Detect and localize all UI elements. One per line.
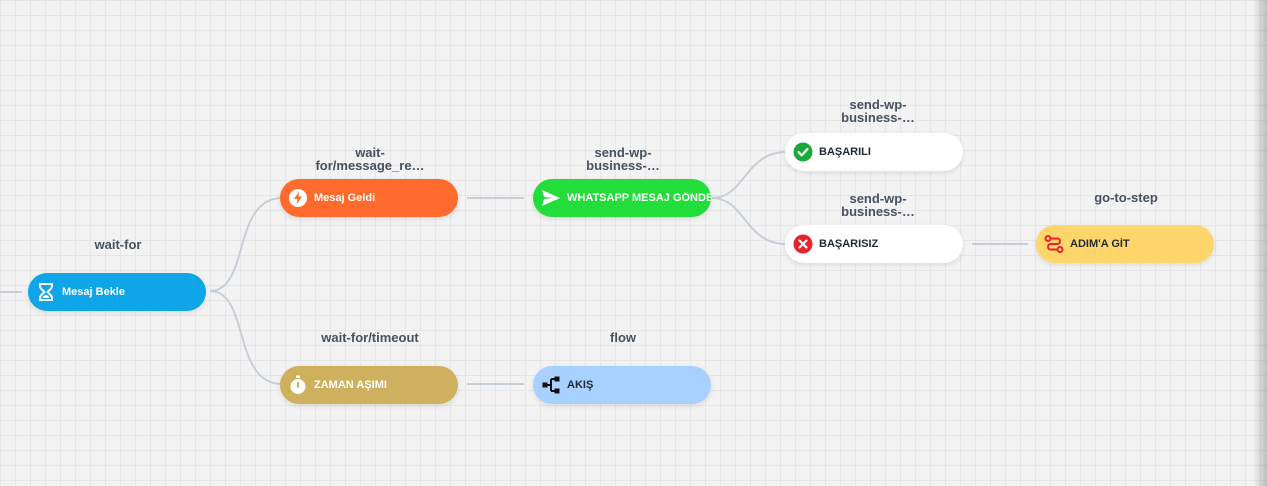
node-success[interactable]: BAŞARILI	[785, 133, 963, 171]
canvas-edge-shadow	[1253, 0, 1267, 486]
x-circle-icon	[793, 234, 813, 254]
node-label-go-to-step: go-to-step	[1094, 190, 1158, 205]
node-title: Mesaj Bekle	[62, 286, 125, 298]
node-failure[interactable]: BAŞARISIZ	[785, 225, 963, 263]
node-title: BAŞARILI	[819, 146, 871, 158]
node-flow[interactable]: AKIŞ	[533, 366, 711, 404]
node-label-whatsapp: send-wp- business-…	[586, 145, 660, 173]
check-circle-icon	[793, 142, 813, 162]
node-title: ZAMAN AŞIMI	[314, 379, 387, 391]
node-message-received[interactable]: Mesaj Geldi	[280, 179, 458, 217]
edge-wait-for-to-message-received	[209, 197, 283, 292]
node-title: BAŞARISIZ	[819, 238, 879, 250]
node-timeout[interactable]: ZAMAN AŞIMI	[280, 366, 458, 404]
flow-icon	[541, 375, 561, 395]
node-title: WHATSAPP MESAJ GÖNDE	[567, 192, 711, 204]
node-title: AKIŞ	[567, 379, 594, 391]
edge-wait-for-to-timeout	[209, 290, 283, 385]
node-label-timeout: wait-for/timeout	[321, 330, 419, 345]
send-icon	[541, 188, 561, 208]
node-whatsapp-send[interactable]: WHATSAPP MESAJ GÖNDE	[533, 179, 711, 217]
node-go-to-step[interactable]: ADIM'A GİT	[1036, 225, 1214, 263]
node-label-flow: flow	[610, 330, 636, 345]
edge-whatsapp-to-success	[711, 151, 787, 199]
node-wait-for[interactable]: Mesaj Bekle	[28, 273, 206, 311]
node-label-failure: send-wp- business-…	[841, 191, 915, 219]
node-label-wait-for: wait-for	[94, 237, 142, 252]
lightning-icon	[288, 188, 308, 208]
node-label-success: send-wp- business-…	[841, 97, 915, 125]
stopwatch-icon	[288, 375, 308, 395]
hourglass-icon	[36, 282, 56, 302]
node-label-message-received: wait- for/message_re…	[315, 145, 425, 173]
node-title: ADIM'A GİT	[1070, 238, 1130, 250]
route-icon	[1044, 234, 1064, 254]
edge-whatsapp-to-failure	[711, 197, 787, 245]
node-title: Mesaj Geldi	[314, 192, 376, 204]
